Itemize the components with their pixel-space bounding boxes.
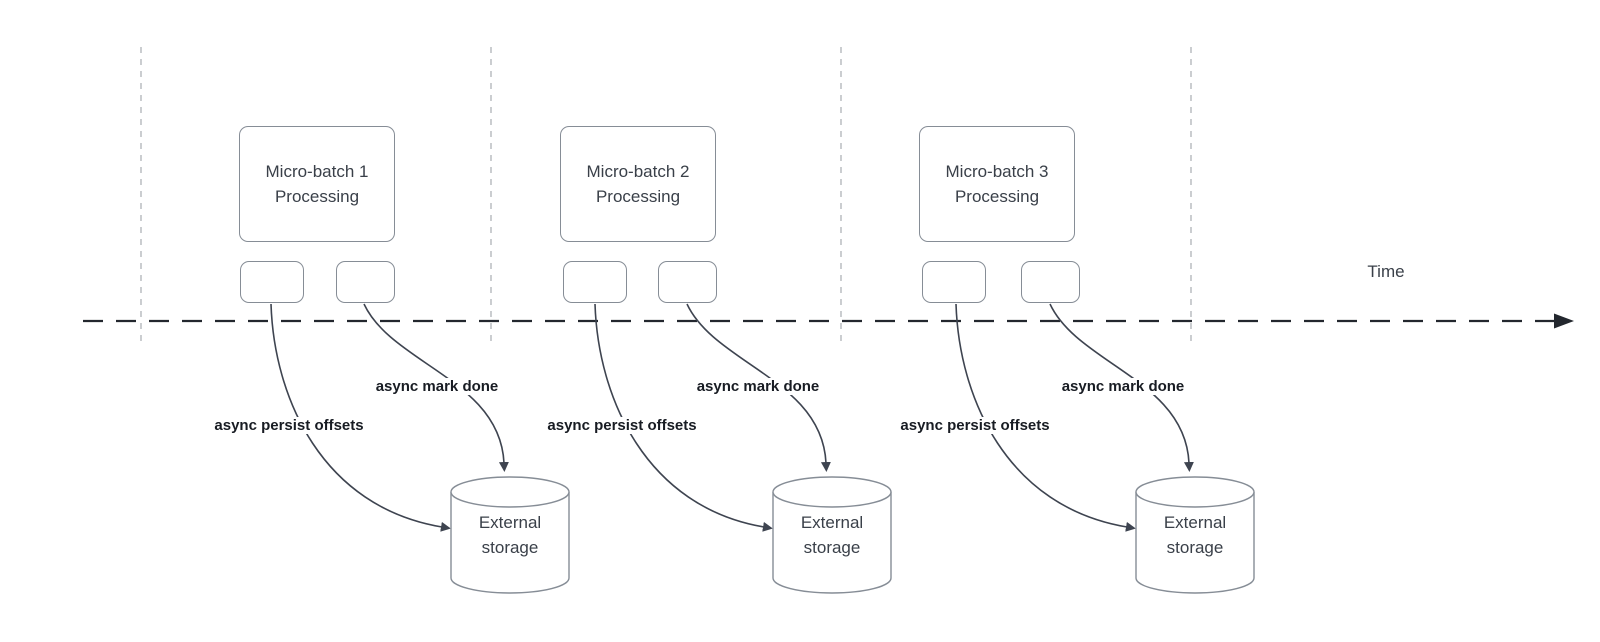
- offset-task-box-2: [563, 261, 627, 303]
- mark-done-label-2: async mark done: [693, 378, 823, 395]
- microbatch-box-3: Micro-batch 3 Processing: [919, 126, 1075, 242]
- mark-done-label-1: async mark done: [372, 378, 502, 395]
- storage-cylinder-1: [450, 476, 570, 594]
- storage-cylinder-3: [1135, 476, 1255, 594]
- storage-cylinder-2: [772, 476, 892, 594]
- offset-task-box-3: [922, 261, 986, 303]
- persist-offsets-label-3: async persist offsets: [897, 417, 1053, 434]
- microbatch-box-2-label: Micro-batch 2 Processing: [586, 162, 690, 206]
- time-axis-label: Time: [1367, 262, 1405, 281]
- persist-offsets-arrow-3: [955, 303, 1136, 532]
- persist-offsets-label-1: async persist offsets: [211, 417, 367, 434]
- mark-done-arrow-3: [1049, 303, 1194, 472]
- done-task-box-2: [658, 261, 717, 303]
- offset-task-box-1: [240, 261, 304, 303]
- persist-offsets-label-2: async persist offsets: [544, 417, 700, 434]
- done-task-box-3: [1021, 261, 1080, 303]
- microbatch-box-1-label: Micro-batch 1 Processing: [265, 162, 369, 206]
- mark-done-arrow-1: [363, 303, 509, 472]
- mark-done-arrow-2: [686, 303, 831, 472]
- microbatch-box-2: Micro-batch 2 Processing: [560, 126, 716, 242]
- done-task-box-1: [336, 261, 395, 303]
- mark-done-label-3: async mark done: [1058, 378, 1188, 395]
- microbatch-box-3-label: Micro-batch 3 Processing: [945, 162, 1049, 206]
- persist-offsets-arrow-2: [594, 303, 773, 532]
- persist-offsets-arrow-1: [270, 303, 451, 532]
- microbatch-box-1: Micro-batch 1 Processing: [239, 126, 395, 242]
